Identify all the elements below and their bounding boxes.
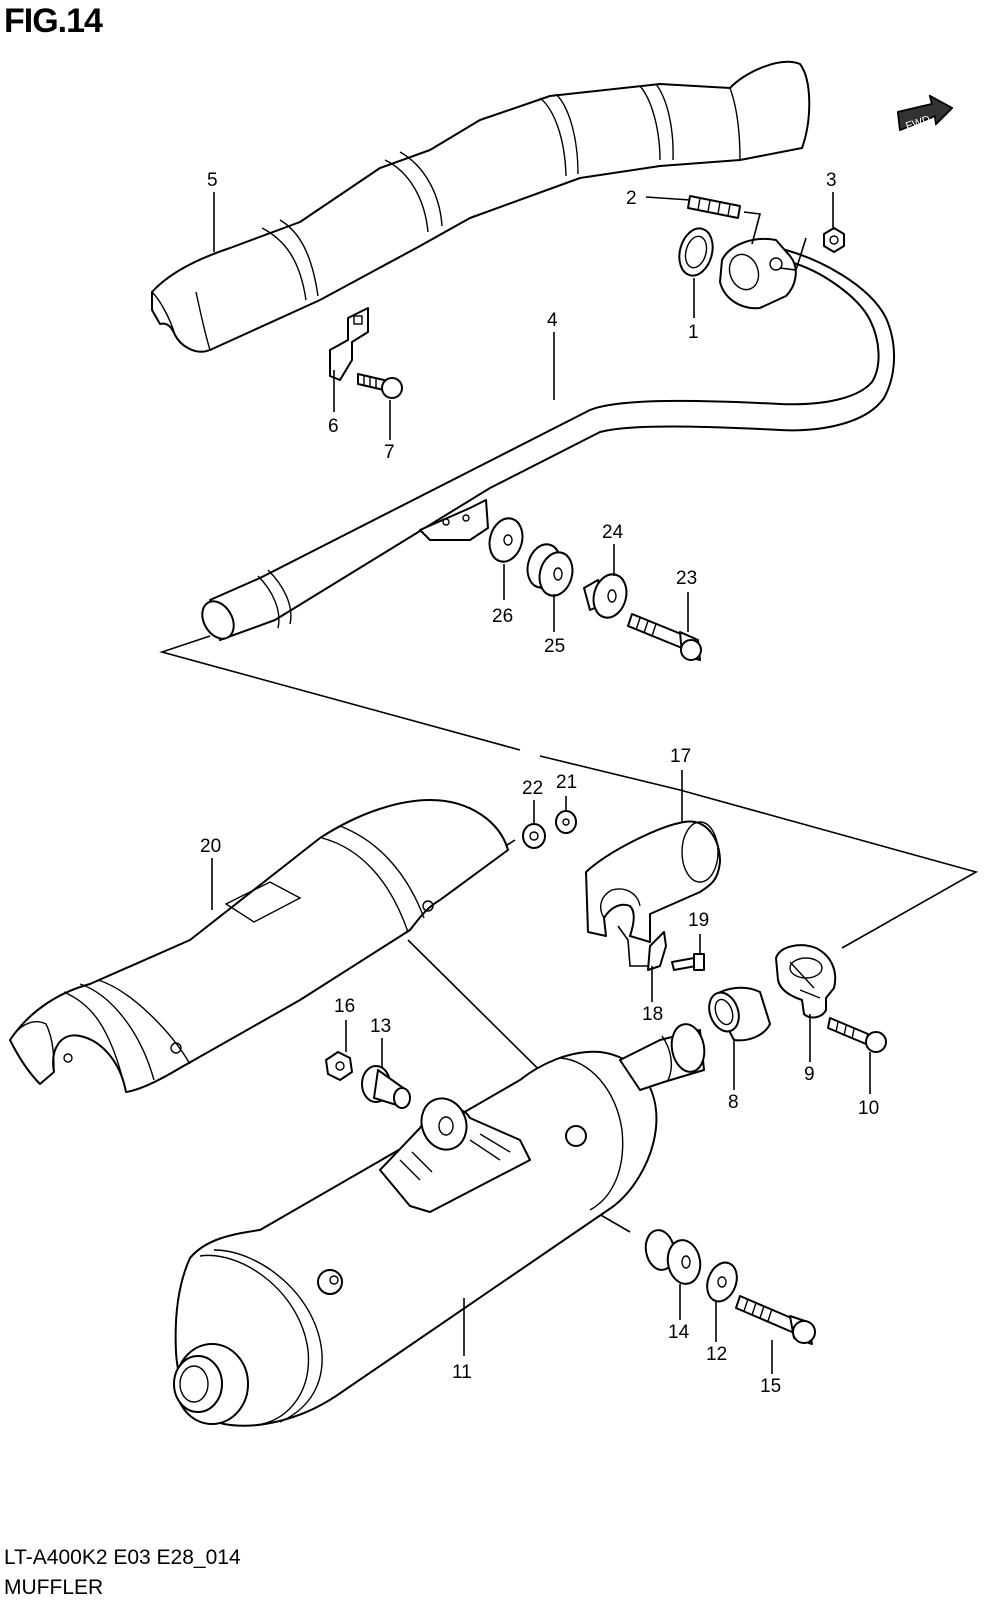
callout-21: 21 [556, 772, 577, 793]
callout-4: 4 [547, 310, 558, 331]
callout-24: 24 [602, 522, 624, 543]
callout-10: 10 [858, 1098, 879, 1119]
clamp-9 [775, 944, 837, 1019]
bolt-15 [735, 1295, 816, 1345]
callout-15: 15 [760, 1376, 781, 1397]
nut-16 [325, 1051, 353, 1081]
callout-26: 26 [492, 606, 513, 627]
callout-leaders [211, 192, 871, 1374]
grommet-14 [644, 1229, 702, 1285]
fwd-arrow-icon: FWD [897, 94, 954, 133]
callout-13: 13 [370, 1016, 391, 1037]
callout-22: 22 [522, 778, 543, 799]
callout-8: 8 [728, 1092, 739, 1113]
washer-12 [706, 1261, 738, 1303]
callout-17: 17 [670, 746, 691, 767]
stud-bolt [687, 195, 741, 219]
exhaust-gasket [678, 227, 714, 277]
washer-26 [488, 517, 524, 563]
heat-shield-lower [9, 799, 509, 1093]
callout-3: 3 [826, 170, 837, 191]
bolt-10 [827, 1017, 887, 1053]
callout-18: 18 [642, 1004, 663, 1025]
callout-19: 19 [688, 910, 709, 931]
callout-14: 14 [668, 1322, 690, 1343]
callout-11: 11 [452, 1362, 472, 1383]
grommet-25 [526, 543, 574, 597]
collar-13 [361, 1065, 411, 1109]
callout-1: 1 [688, 322, 699, 343]
bolt-23 [627, 613, 702, 661]
tail-pipe-cover [585, 820, 721, 943]
diagram-code: LT-A400K2 E03 E28_014 [4, 1546, 241, 1569]
callout-5: 5 [207, 170, 218, 191]
figure-title: FIG.14 [4, 2, 103, 40]
clip-18 [617, 925, 667, 971]
muffler-body [173, 1023, 706, 1427]
callout-2: 2 [626, 188, 637, 209]
callout-23: 23 [676, 568, 697, 589]
callout-6: 6 [328, 416, 339, 437]
sleeve-gasket-8 [708, 986, 771, 1042]
callout-20: 20 [200, 836, 221, 857]
collar-24 [583, 573, 628, 619]
heat-shield-upper [151, 60, 811, 353]
callout-labels: 5 2 3 1 4 6 7 26 25 24 23 17 22 21 20 19… [200, 170, 879, 1397]
nut-22 [522, 823, 546, 849]
callout-12: 12 [706, 1344, 727, 1365]
exhaust-pipe [201, 238, 895, 641]
callout-9: 9 [804, 1064, 815, 1085]
diagram-title: MUFFLER [4, 1576, 104, 1599]
callout-25: 25 [544, 636, 565, 657]
callout-16: 16 [334, 996, 355, 1017]
shield-screw [357, 373, 403, 399]
bolt-19 [671, 953, 705, 971]
shield-bracket [329, 307, 369, 381]
flange-nut [823, 227, 845, 253]
callout-7: 7 [384, 442, 395, 463]
screw-21 [555, 810, 577, 834]
